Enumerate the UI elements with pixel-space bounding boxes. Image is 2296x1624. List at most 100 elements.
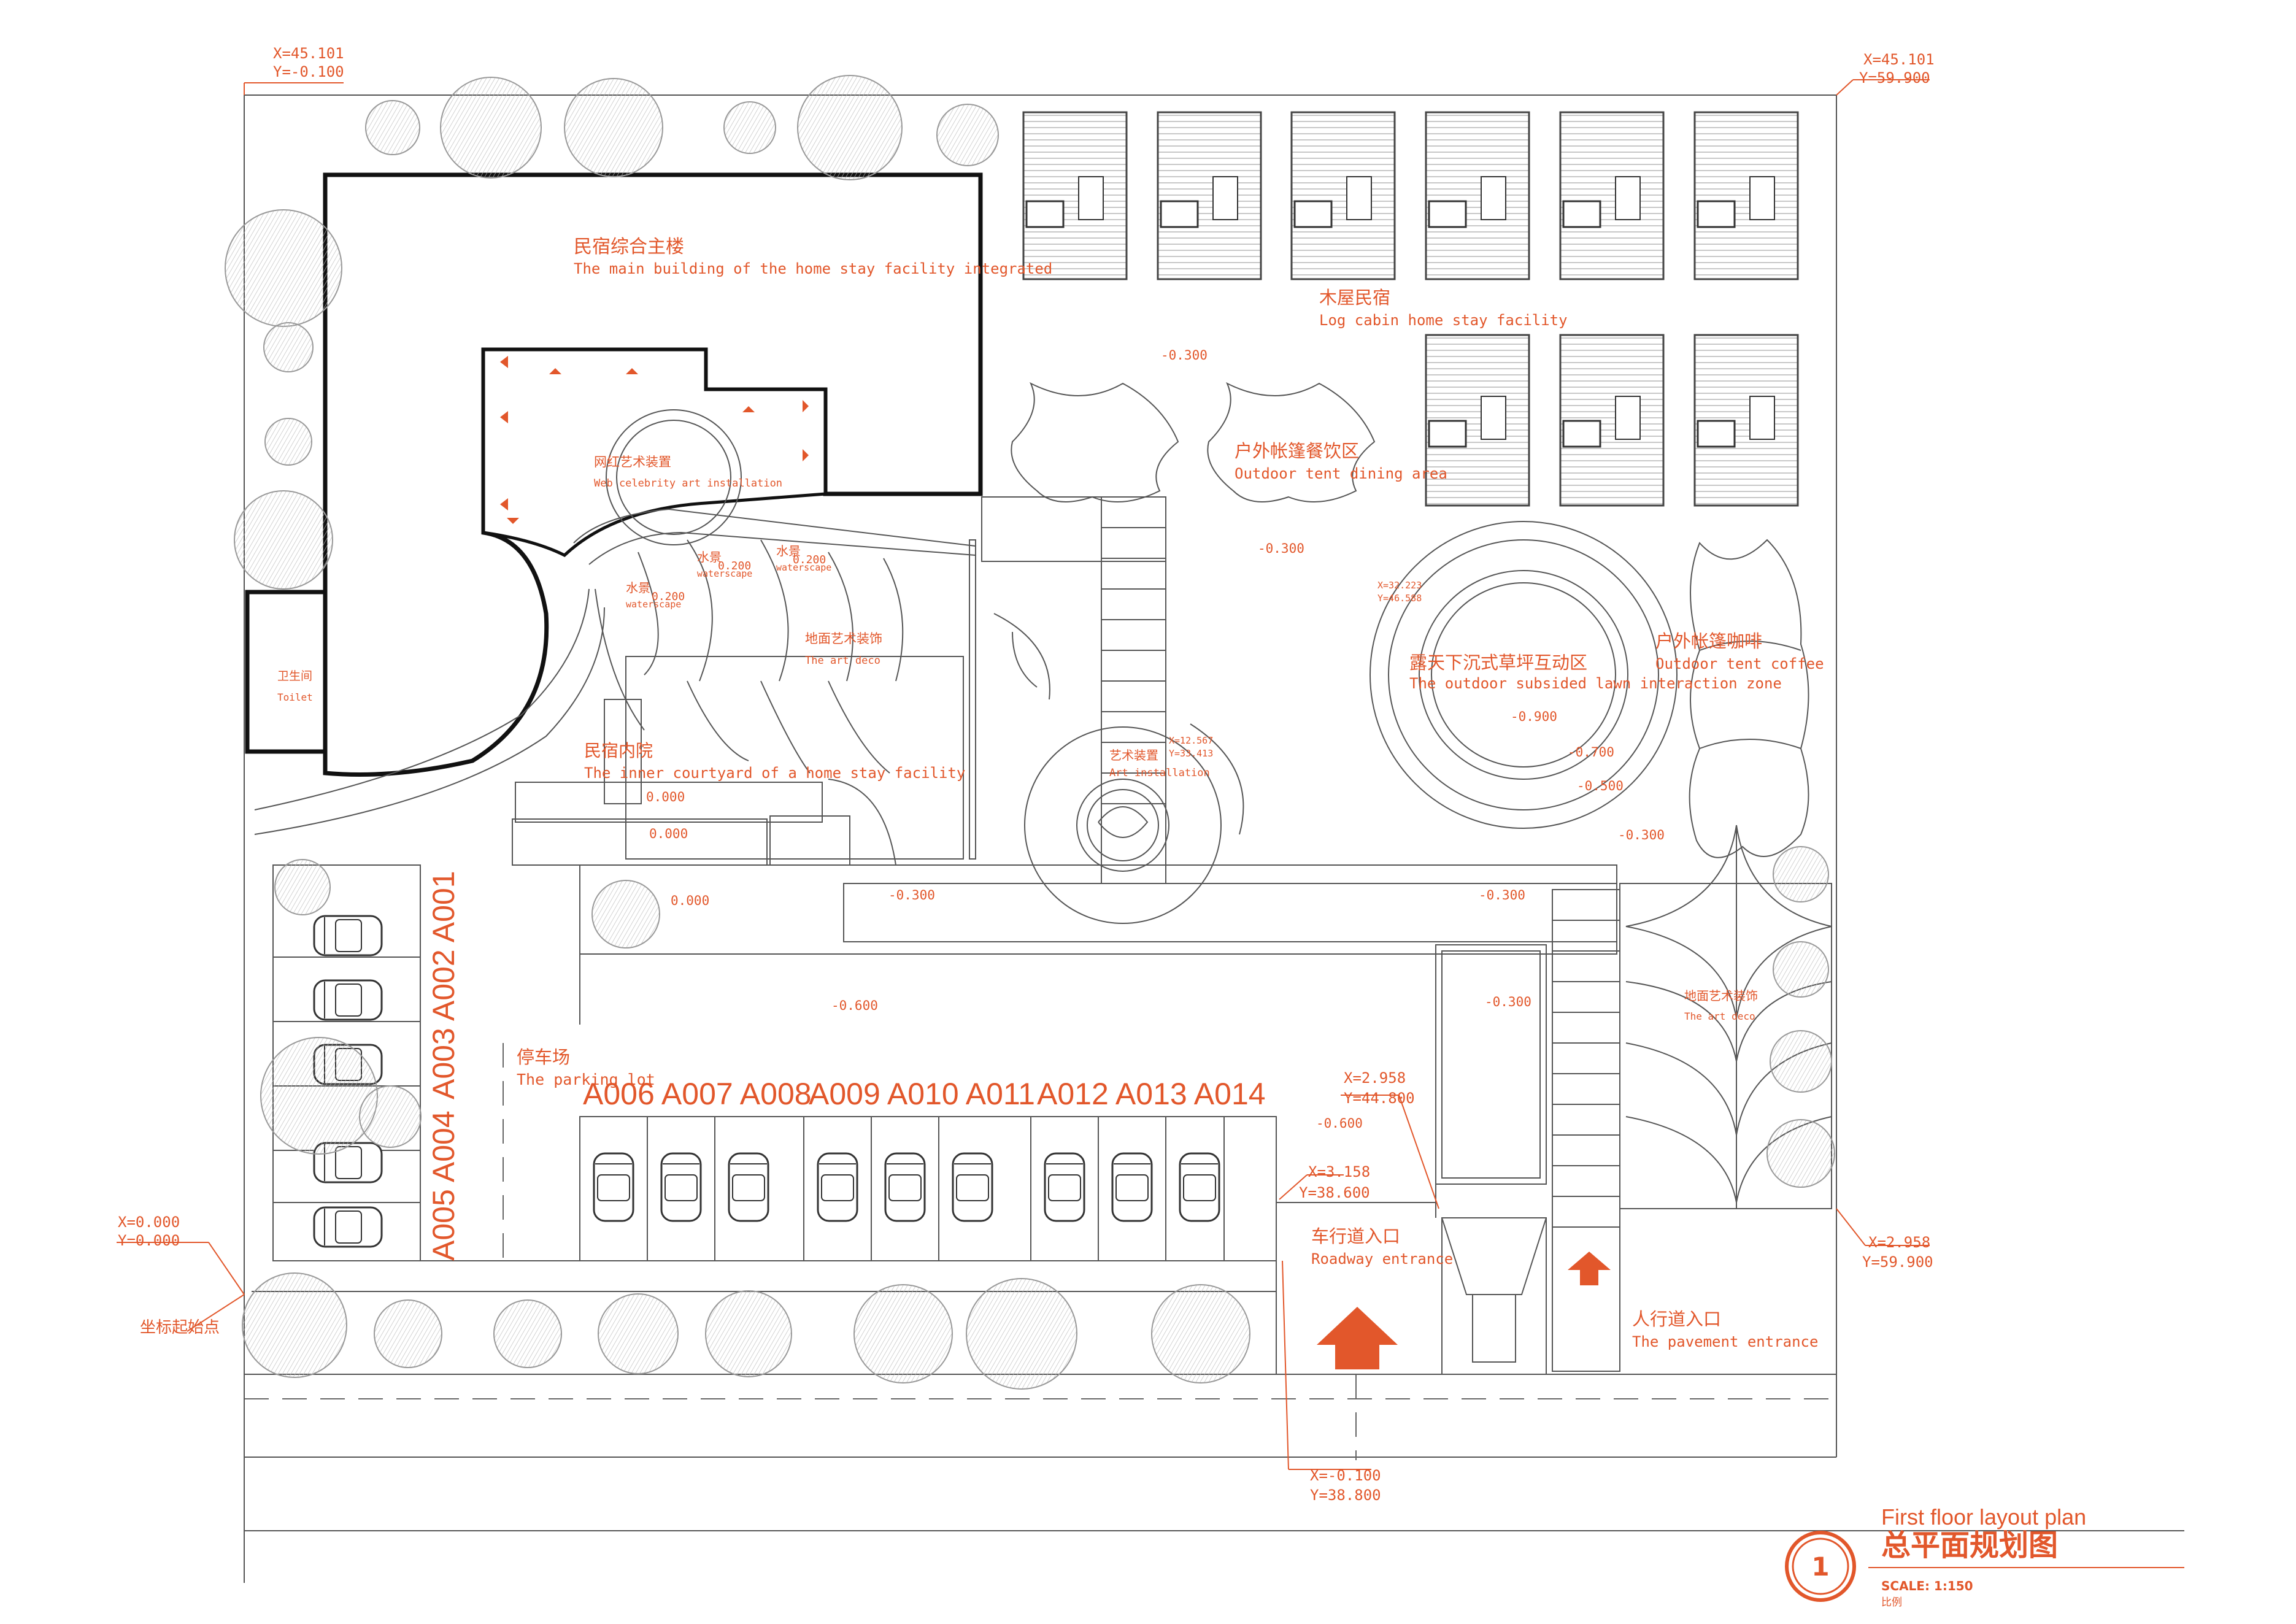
svg-text:人行道入口: 人行道入口 [1632,1309,1721,1330]
elevation-mark: -0.700 [1568,745,1614,760]
parking-row-a: A006 A007 A008 [583,1077,812,1111]
drawing-number: 1 [1811,1552,1829,1582]
art-installation [993,613,1244,924]
svg-text:网红艺术装置: 网红艺术装置 [594,455,671,469]
svg-text:Toilet: Toilet [277,691,313,703]
svg-text:露天下沉式草坪互动区: 露天下沉式草坪互动区 [1409,652,1587,673]
title-en: First floor layout plan [1881,1504,2086,1530]
tent-dining [1011,382,1376,502]
sunken-lawn [1370,521,1678,829]
svg-text:The art deco: The art deco [1684,1010,1755,1022]
tent-coffee [1689,539,1809,858]
title-cn: 总平面规划图 [1881,1528,2058,1563]
web-celebrity-installation [606,409,742,545]
svg-text:水景: 水景 [697,550,722,564]
svg-text:Y=33.413: Y=33.413 [1169,748,1213,759]
svg-text:X=2.958: X=2.958 [1344,1069,1406,1087]
svg-text:X=-0.100: X=-0.100 [1310,1467,1381,1484]
label-web-art: 网红艺术装置 Web celebrity art installation [594,455,782,490]
svg-text:Outdoor tent coffee: Outdoor tent coffee [1655,655,1824,672]
svg-text:waterscape: waterscape [626,599,681,610]
svg-text:X=2.958: X=2.958 [1868,1234,1930,1251]
scale-cn: 比例 [1881,1596,1902,1609]
label-toilet: 卫生间 Toilet [277,669,313,703]
main-building [245,172,983,777]
label-main-building: 民宿综合主楼 The main building of the home sta… [574,236,1052,277]
label-art-installation: 艺术装置 Art installation [1109,748,1210,779]
coordinate-labels: X=45.101 Y=-0.100 X=45.101 Y=59.900 X=2.… [118,45,1935,1504]
elevation-mark: -0.300 [1618,828,1665,842]
roadway-arrow-icon [1317,1307,1398,1369]
svg-text:Y=0.000: Y=0.000 [118,1232,180,1249]
svg-text:The pavement entrance: The pavement entrance [1632,1333,1818,1350]
svg-text:X=32.223: X=32.223 [1377,580,1422,591]
svg-text:Y=38.800: Y=38.800 [1310,1487,1381,1504]
svg-text:The inner courtyard of a home: The inner courtyard of a home stay facil… [584,764,965,782]
label-waterscape-1: 水景 waterscape 0.200 [626,580,685,610]
pavement-arrow-icon [1568,1252,1611,1285]
parking-space-numbers: A006 A007 A008 A009 A010 A011 A012 A013 … [426,871,1266,1261]
svg-text:Y=46.588: Y=46.588 [1377,593,1422,604]
courtyard-paths [254,508,976,866]
elevation-mark: -0.300 [1258,541,1304,556]
svg-text:Art installation: Art installation [1109,767,1210,779]
entrance-arrows [1317,1252,1611,1369]
svg-text:The art deco: The art deco [805,655,880,667]
svg-text:停车场: 停车场 [517,1047,570,1068]
svg-text:The main building of the home: The main building of the home stay facil… [574,260,1052,277]
elevation-mark: 0.000 [671,893,709,908]
parking-col-1: A003 A002 A001 [426,871,461,1099]
label-log-cabin: 木屋民宿 Log cabin home stay facility [1319,287,1568,329]
label-tent-dining: 户外帐篷餐饮区 Outdoor tent dining area [1235,441,1447,482]
parking-lot [272,864,1277,1261]
svg-text:地面艺术装饰: 地面艺术装饰 [805,631,882,646]
log-cabins [1022,111,1799,507]
svg-text:户外帐篷咖啡: 户外帐篷咖啡 [1655,631,1762,652]
label-courtyard: 民宿内院 The inner courtyard of a home stay … [584,741,965,782]
svg-text:Log cabin home stay facility: Log cabin home stay facility [1319,312,1568,329]
svg-text:艺术装置: 艺术装置 [1109,748,1158,763]
svg-text:The outdoor subsided lawn inte: The outdoor subsided lawn interaction zo… [1409,675,1782,692]
svg-text:X=45.101: X=45.101 [1863,51,1935,68]
svg-text:X=45.101: X=45.101 [273,45,344,62]
parking-col-2: A005 A004 [426,1110,461,1261]
svg-text:Outdoor tent dining area: Outdoor tent dining area [1235,465,1447,482]
label-pavement: 人行道入口 The pavement entrance [1632,1309,1818,1350]
svg-text:车行道入口: 车行道入口 [1311,1226,1400,1247]
elevation-mark: -0.600 [831,998,878,1013]
elevation-mark: -0.300 [888,888,935,902]
svg-text:Roadway entrance: Roadway entrance [1311,1250,1453,1268]
elevation-mark: -0.600 [1316,1116,1363,1131]
trees [225,75,1835,1390]
svg-text:Web celebrity art installation: Web celebrity art installation [594,477,782,490]
svg-text:Y=59.900: Y=59.900 [1859,69,1930,87]
svg-text:Y=44.800: Y=44.800 [1344,1090,1415,1107]
elevation-mark: -0.900 [1511,709,1557,724]
svg-text:The parking lot: The parking lot [517,1071,655,1088]
label-parking: 停车场 The parking lot [517,1047,655,1088]
svg-text:waterscape: waterscape [776,562,831,573]
label-waterscape-2: 水景 waterscape 0.200 [697,550,752,579]
parking-row-b: A009 A010 A011 [809,1077,1035,1111]
elevation-mark: 0.000 [649,826,688,841]
elevation-mark: -0.300 [1479,888,1525,902]
svg-text:0.200: 0.200 [718,560,751,572]
svg-text:水景: 水景 [626,580,650,595]
elevation-mark: 0.000 [646,790,685,804]
elevation-mark: -0.500 [1577,779,1624,793]
svg-text:卫生间: 卫生间 [277,669,312,683]
title-block: 1 First floor layout plan 总平面规划图 SCALE: … [1785,1504,2184,1609]
label-origin: 坐标起始点 [140,1318,220,1337]
svg-text:X=3.158: X=3.158 [1308,1163,1370,1180]
svg-text:X=12.567: X=12.567 [1169,735,1213,746]
svg-text:户外帐篷餐饮区: 户外帐篷餐饮区 [1235,441,1359,461]
pedestrian-ramp [1435,889,1620,1375]
label-ground-art-2: 地面艺术装饰 The art deco [1684,988,1758,1022]
label-roadway: 车行道入口 Roadway entrance [1311,1226,1453,1268]
elevation-mark: -0.300 [1485,995,1531,1009]
svg-text:木屋民宿: 木屋民宿 [1319,287,1390,308]
svg-text:地面艺术装饰: 地面艺术装饰 [1684,988,1758,1003]
svg-text:X=0.000: X=0.000 [118,1214,180,1231]
svg-text:民宿内院: 民宿内院 [584,741,653,761]
